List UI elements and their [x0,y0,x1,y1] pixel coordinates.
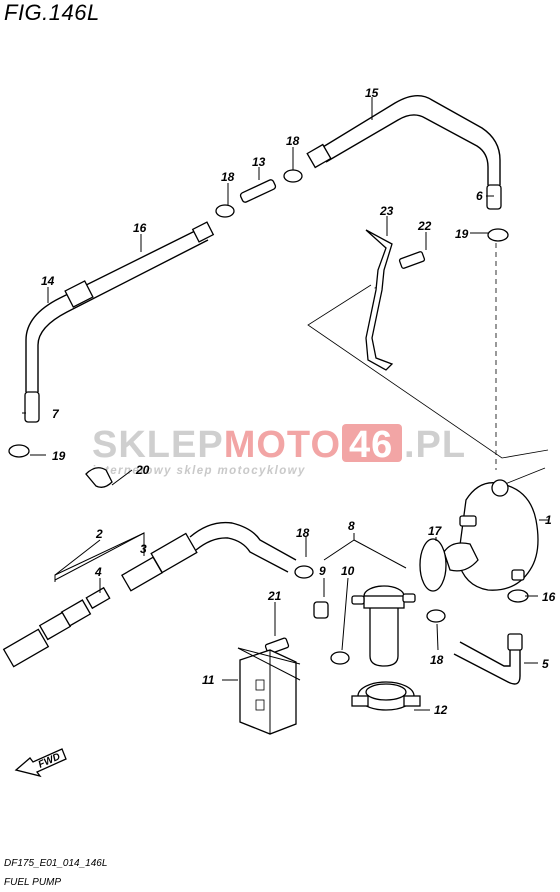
watermark-brand-grey: SKLEP [92,424,224,466]
part-label-16b: 16 [542,590,556,604]
part-label-19b: 19 [455,227,469,241]
part-label-19a: 19 [52,449,66,463]
part-label-20: 20 [135,463,150,477]
part-label-12: 12 [434,703,448,717]
part-label-16: 16 [133,221,147,235]
watermark-brand: SKLEPMOTO [92,424,341,466]
model-code: DF175_E01_014_146L [4,858,107,869]
leader-lines [22,97,548,711]
part-label-15: 15 [365,86,379,100]
watermark-tagline: internetowy sklep motocyklowy [92,465,306,477]
fwd-label: FWD [37,751,62,770]
part-label-10: 10 [341,564,355,578]
part-label-23: 23 [379,204,394,218]
hose-5 [453,633,523,685]
watermark-brand-red: MOTO [224,424,341,466]
clamp-10 [330,651,350,665]
figure-title: FIG.146L [4,0,100,25]
part-label-17: 17 [428,524,443,538]
part-label-4: 4 [94,565,102,579]
clamp-18-top [283,169,303,183]
fitting-13 [239,179,277,203]
clamps [8,169,529,665]
part-label-18c: 18 [296,526,310,540]
bracket-11 [239,649,297,735]
part-label-7: 7 [52,407,60,421]
bracket-23 [365,229,426,371]
part-label-8: 8 [348,519,355,533]
clip-20 [85,467,113,488]
clamp-19-left [8,444,30,458]
clamp-18-left [215,204,235,218]
part-label-18b: 18 [221,170,235,184]
part-label-18a: 18 [286,134,300,148]
watermark-suffix: .PL [404,424,466,466]
clamp-18-mid [294,565,314,579]
hose-2-3 [2,521,297,668]
part-label-14: 14 [41,274,55,288]
assembly-line-bracket [307,284,549,459]
watermark: SKLEPMOTO 46 .PL internetowy sklep motoc… [92,424,466,477]
part-label-21: 21 [267,589,282,603]
hose-15 [306,95,502,210]
fuel-pump-1 [443,479,539,591]
hose-14-16 [24,221,215,423]
part-label-1: 1 [545,513,552,527]
part-label-5: 5 [542,657,549,671]
part-label-3: 3 [140,542,147,556]
part-numbers: 15 18 13 18 6 16 14 7 23 22 19 19 20 1 1… [41,86,556,717]
part-label-6: 6 [476,189,483,203]
collar-9 [313,601,329,619]
clamp-18-bottom [426,609,446,623]
part-label-2: 2 [95,527,103,541]
watermark-number: 46 [349,424,393,466]
bracket-12 [351,681,421,711]
fwd-arrow: FWD [14,748,67,778]
watermark-number-box [342,424,402,462]
fuel-filter-8 [351,585,416,667]
figure-caption: FUEL PUMP [4,877,61,888]
part-label-13: 13 [252,155,266,169]
part-label-11: 11 [202,673,215,687]
part-label-9: 9 [319,564,326,578]
part-label-22: 22 [417,219,432,233]
gasket-17 [419,538,447,592]
clamp-19-right [487,228,509,242]
part-label-18d: 18 [430,653,444,667]
